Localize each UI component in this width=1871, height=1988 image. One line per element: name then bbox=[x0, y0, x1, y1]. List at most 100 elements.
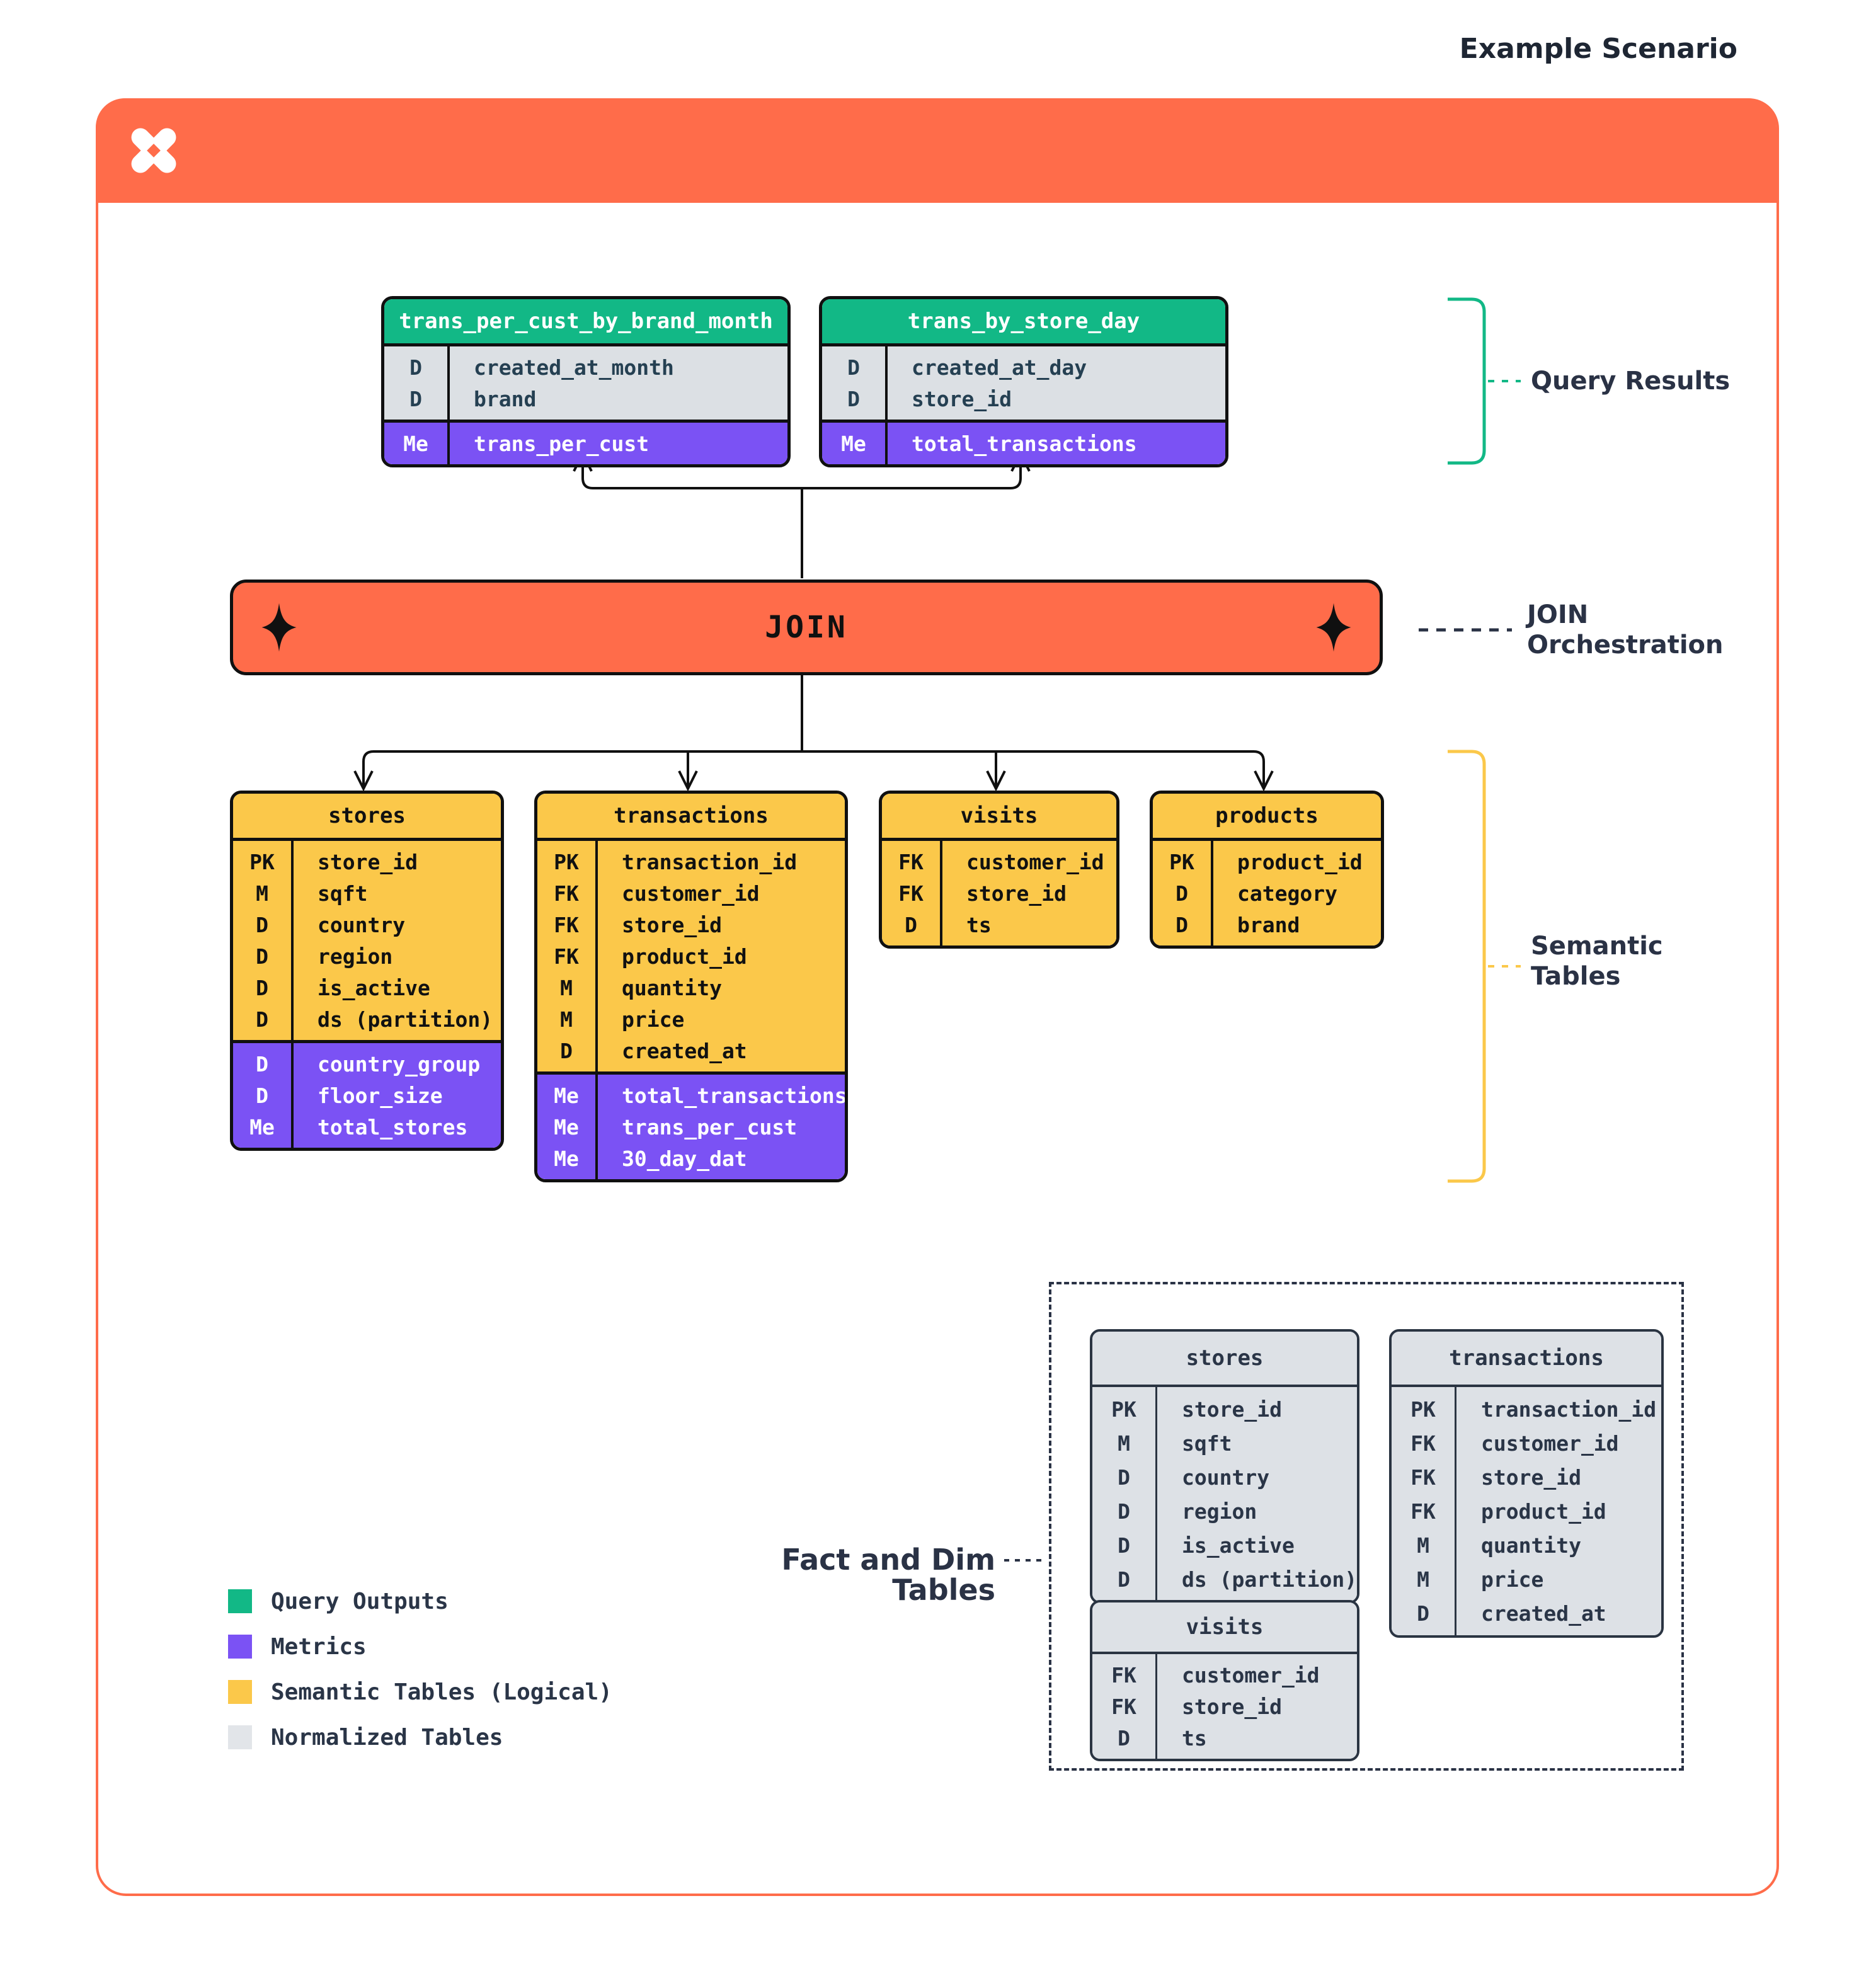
row-key-tag: D bbox=[256, 975, 268, 1000]
legend-item: Semantic Tables (Logical) bbox=[228, 1679, 612, 1705]
row-key-tag: Me bbox=[554, 1146, 579, 1171]
row-key-tag: D bbox=[409, 386, 422, 411]
row-field-name: created_at bbox=[622, 1038, 747, 1063]
row-field-name: region bbox=[1182, 1499, 1257, 1524]
row-key-tag: D bbox=[1417, 1601, 1429, 1626]
row-key-tag: D bbox=[409, 355, 422, 380]
row-key-tag: Me bbox=[554, 1114, 579, 1140]
row-field-name: total_transactions bbox=[912, 431, 1137, 456]
row-field-name: product_id bbox=[622, 944, 747, 969]
row-key-tag: M bbox=[1417, 1567, 1429, 1592]
row-key-tag: M bbox=[1417, 1533, 1429, 1558]
row-key-tag: PK bbox=[1410, 1397, 1436, 1422]
card-header-bar bbox=[96, 98, 1777, 203]
row-field-name: brand bbox=[474, 386, 537, 411]
row-key-tag: FK bbox=[554, 912, 579, 937]
row-key-tag: D bbox=[847, 355, 860, 380]
row-key-tag: D bbox=[256, 1007, 268, 1032]
table-title: stores bbox=[1092, 1332, 1357, 1387]
fact-dim-tables-label: Fact and Dim Tables bbox=[781, 1543, 995, 1607]
legend-label: Normalized Tables bbox=[271, 1724, 503, 1751]
semantic-tables-label-line1: Semantic bbox=[1531, 932, 1663, 961]
semantic-tables-label-line2: Tables bbox=[1531, 962, 1621, 991]
row-key-tag: FK bbox=[898, 881, 924, 906]
row-field-name: store_id bbox=[912, 386, 1012, 411]
table-title: trans_by_store_day bbox=[822, 299, 1225, 346]
row-field-name: 30_day_dat bbox=[622, 1146, 747, 1171]
row-field-name: ts bbox=[966, 912, 992, 937]
table-section-metric: Me total_transactions bbox=[822, 420, 1225, 464]
row-field-name: country_group bbox=[318, 1051, 481, 1077]
row-key-tag: D bbox=[256, 912, 268, 937]
row-field-name: country bbox=[318, 912, 406, 937]
row-field-name: price bbox=[1481, 1567, 1544, 1592]
row-key-tag: Me bbox=[403, 431, 428, 456]
row-key-tag: Me bbox=[841, 431, 866, 456]
table-row: Me 30_day_dat bbox=[537, 1143, 845, 1174]
row-field-name: floor_size bbox=[318, 1083, 443, 1108]
table-title: transactions bbox=[1392, 1332, 1661, 1387]
row-field-name: created_at bbox=[1481, 1601, 1606, 1626]
row-field-name: price bbox=[622, 1007, 685, 1032]
row-key-tag: PK bbox=[554, 849, 579, 874]
row-field-name: quantity bbox=[1481, 1533, 1581, 1558]
row-field-name: ts bbox=[1182, 1725, 1207, 1751]
row-field-name: store_id bbox=[1182, 1397, 1282, 1422]
row-key-tag: PK bbox=[249, 849, 275, 874]
row-key-tag: M bbox=[560, 1007, 573, 1032]
join-orchestration-label-line2: Orchestration bbox=[1527, 631, 1724, 660]
row-key-tag: FK bbox=[1111, 1662, 1136, 1688]
row-field-name: is_active bbox=[318, 975, 430, 1000]
row-key-tag: FK bbox=[1410, 1431, 1436, 1456]
row-field-name: sqft bbox=[318, 881, 368, 906]
row-key-tag: FK bbox=[1111, 1694, 1136, 1719]
row-field-name: customer_id bbox=[966, 849, 1104, 874]
sparkle-icon bbox=[1316, 603, 1351, 652]
row-field-name: product_id bbox=[1481, 1499, 1606, 1524]
row-field-name: trans_per_cust bbox=[622, 1114, 798, 1140]
row-key-tag: FK bbox=[554, 881, 579, 906]
join-label: JOIN bbox=[765, 610, 848, 645]
row-field-name: total_transactions bbox=[622, 1083, 847, 1108]
row-field-name: category bbox=[1237, 881, 1337, 906]
row-field-name: sqft bbox=[1182, 1431, 1232, 1456]
row-key-tag: D bbox=[905, 912, 917, 937]
legend-item: Metrics bbox=[228, 1634, 612, 1660]
row-key-tag: D bbox=[1118, 1567, 1130, 1592]
row-key-tag: D bbox=[1118, 1465, 1130, 1490]
row-key-tag: D bbox=[1118, 1499, 1130, 1524]
